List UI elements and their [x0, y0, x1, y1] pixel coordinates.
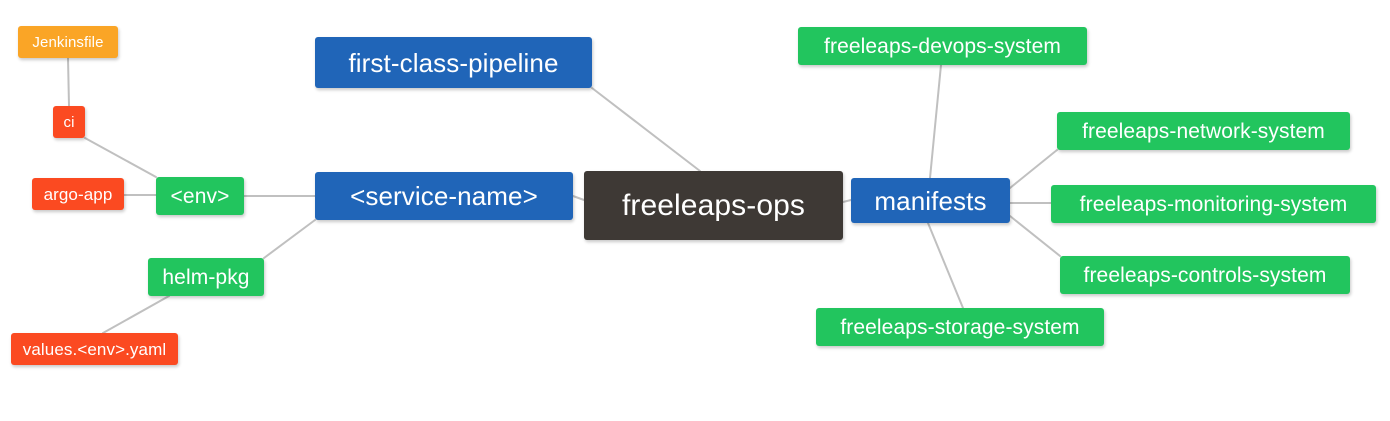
- node-manifests[interactable]: manifests: [851, 178, 1010, 223]
- node-label: freeleaps-devops-system: [824, 34, 1061, 58]
- node-label: argo-app: [43, 184, 113, 204]
- node-label: <env>: [170, 184, 230, 208]
- node-label: helm-pkg: [162, 265, 250, 289]
- node-label: freeleaps-controls-system: [1083, 263, 1327, 287]
- node-label: Jenkinsfile: [32, 33, 104, 51]
- node-freeleaps-monitoring-system[interactable]: freeleaps-monitoring-system: [1051, 185, 1376, 223]
- node-label: freeleaps-monitoring-system: [1079, 192, 1348, 216]
- node-label: manifests: [874, 185, 987, 216]
- node-freeleaps-devops-system[interactable]: freeleaps-devops-system: [798, 27, 1087, 65]
- edge-manifests-to-freeleaps-storage-system: [927, 222, 964, 309]
- edge-helm-pkg-to-values-env-yaml: [102, 295, 170, 334]
- node-freeleaps-ops[interactable]: freeleaps-ops: [584, 171, 843, 240]
- edge-manifests-to-freeleaps-network-system: [1009, 149, 1058, 189]
- node-label: freeleaps-network-system: [1082, 119, 1325, 143]
- node-freeleaps-network-system[interactable]: freeleaps-network-system: [1057, 112, 1350, 150]
- node-argo-app[interactable]: argo-app: [32, 178, 124, 210]
- edge-manifests-to-freeleaps-devops-system: [929, 64, 942, 179]
- node-label: ci: [63, 113, 75, 131]
- edge-service-name-to-helm-pkg: [263, 219, 316, 259]
- node-helm-pkg[interactable]: helm-pkg: [148, 258, 264, 296]
- node-jenkinsfile[interactable]: Jenkinsfile: [18, 26, 118, 58]
- node-label: <service-name>: [350, 181, 538, 211]
- edge-service-name-to-freeleaps-ops: [572, 195, 585, 201]
- edge-freeleaps-ops-to-manifests: [842, 199, 852, 203]
- node-label: first-class-pipeline: [348, 47, 559, 78]
- node-first-class-pipeline[interactable]: first-class-pipeline: [315, 37, 592, 88]
- node-freeleaps-storage-system[interactable]: freeleaps-storage-system: [816, 308, 1104, 346]
- edge-jenkinsfile-to-ci: [67, 57, 70, 107]
- node-env[interactable]: <env>: [156, 177, 244, 215]
- node-values-env-yaml[interactable]: values.<env>.yaml: [11, 333, 178, 365]
- node-service-name[interactable]: <service-name>: [315, 172, 573, 220]
- edge-first-class-pipeline-to-freeleaps-ops: [591, 87, 701, 172]
- edge-ci-to-env: [84, 137, 157, 178]
- node-label: freeleaps-ops: [621, 188, 806, 222]
- node-label: values.<env>.yaml: [22, 339, 167, 359]
- node-label: freeleaps-storage-system: [840, 315, 1080, 339]
- node-ci[interactable]: ci: [53, 106, 85, 138]
- node-freeleaps-controls-system[interactable]: freeleaps-controls-system: [1060, 256, 1350, 294]
